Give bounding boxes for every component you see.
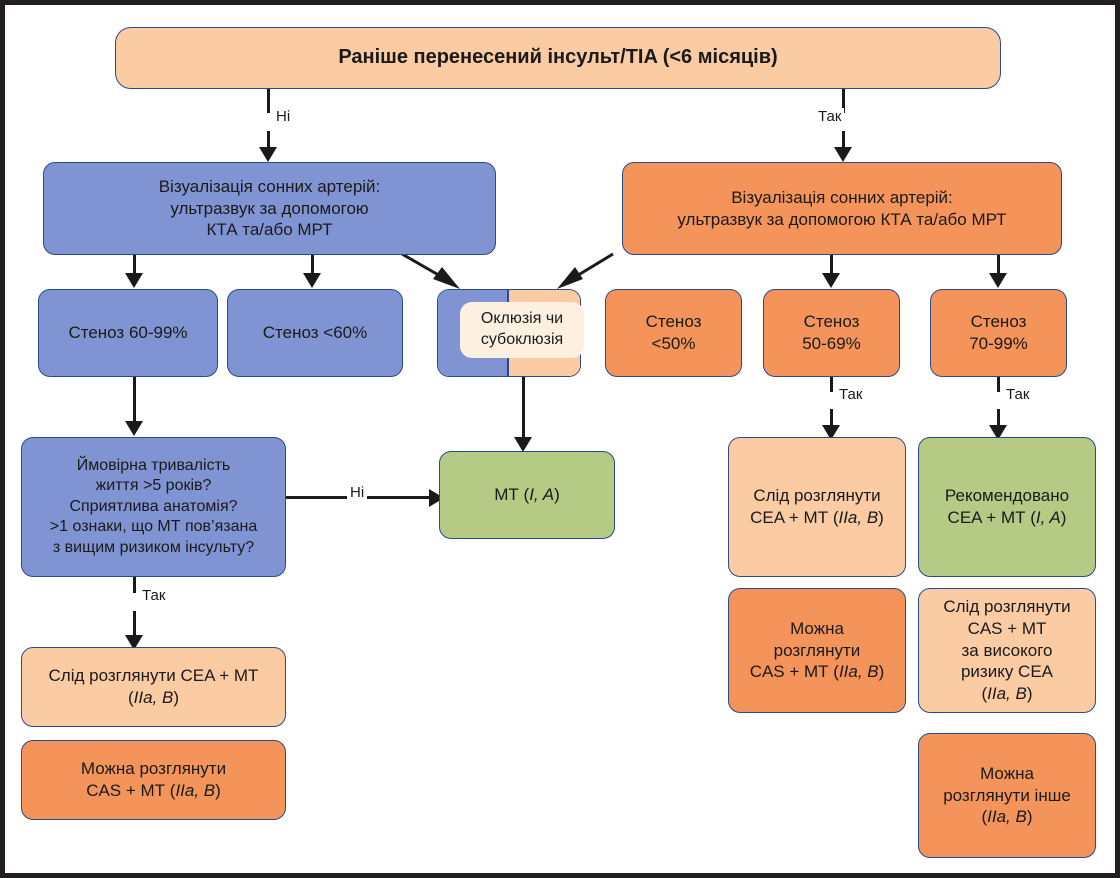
connector-s7099-yes-2	[997, 409, 1000, 427]
node-outcome-7099-other-label: Можна розглянути інше (IIa, B)	[943, 763, 1071, 827]
connector-title-to-left-imaging	[267, 89, 270, 113]
node-stenosis-70-99-label: Стеноз 70-99%	[969, 312, 1028, 353]
arrowhead-s5069	[822, 273, 840, 288]
node-stenosis-lt60-label: Стеноз <60%	[262, 323, 368, 343]
node-life-expectancy-decision-label: Ймовірна тривалість життя >5 років? Спри…	[49, 456, 258, 556]
node-outcome-7099-cas: Слід розглянути CAS + МТ за високого риз…	[918, 588, 1096, 713]
edge-label-yes-70-99: Так	[1003, 386, 1033, 403]
node-outcome-7099-cea: Рекомендовано CEA + МТ (I, A)	[918, 437, 1096, 577]
arrowhead-outcome-cea-left	[125, 635, 143, 650]
node-prior-stroke-tia-label: Раніше перенесений інсульт/TIA (<6 місяц…	[338, 46, 778, 69]
arrowhead-outcome-5069	[822, 425, 840, 440]
node-stenosis-70-99: Стеноз 70-99%	[930, 289, 1067, 377]
node-mt-outcome: МТ (I, A)	[439, 451, 615, 539]
node-mt-outcome-label: МТ (I, A)	[494, 485, 560, 505]
arrowhead-decision	[125, 421, 143, 436]
connector-decision-yes-1	[133, 577, 136, 593]
connector-s7099-yes-1	[997, 377, 1000, 392]
connector-s5069-yes-2	[830, 409, 833, 427]
node-stenosis-60-99: Стеноз 60-99%	[38, 289, 218, 377]
node-left-imaging-label: Візуалізація сонних артерій: ультразвук …	[158, 176, 381, 240]
connector-s5069-yes-1	[830, 377, 833, 392]
node-stenosis-50-69-label: Стеноз 50-69%	[802, 312, 861, 353]
arrowhead-s7099	[989, 273, 1007, 288]
arrowhead-right-imaging	[834, 147, 852, 162]
connector-s6099-to-decision	[133, 377, 136, 423]
edge-label-no-left: Ні	[273, 108, 294, 125]
connector-left-imaging-to-s6099	[133, 255, 136, 277]
node-stenosis-lt50: Стеноз <50%	[605, 289, 742, 377]
node-outcome-5069-cas-label: Можна розглянути CAS + МТ (IIa, B)	[749, 618, 885, 682]
connector-title-to-right-imaging	[842, 89, 845, 113]
node-outcome-7099-other: Можна розглянути інше (IIa, B)	[918, 733, 1096, 858]
arrowhead-mt	[514, 437, 532, 452]
connector-left-imaging-to-slt60	[311, 255, 314, 277]
arrowhead-left-imaging	[259, 147, 277, 162]
arrowhead-outcome-7099	[989, 425, 1007, 440]
node-life-expectancy-decision: Ймовірна тривалість життя >5 років? Спри…	[21, 437, 286, 577]
node-outcome-7099-cea-label: Рекомендовано CEA + МТ (I, A)	[944, 486, 1070, 527]
arrowhead-s6099	[125, 273, 143, 288]
connector-title-to-left-imaging-2	[267, 131, 270, 149]
connector-right-imaging-to-s7099	[997, 255, 1000, 277]
connector-occlusion-to-mt	[522, 377, 525, 439]
node-stenosis-lt60: Стеноз <60%	[227, 289, 403, 377]
node-outcome-cea-mt-left-label: Слід розглянути CEA + МТ (IIa, B)	[48, 666, 259, 707]
node-outcome-5069-cea: Слід розглянути CEA + МТ (IIa, B)	[728, 437, 906, 577]
connector-title-to-right-imaging-2	[842, 131, 845, 149]
edge-label-yes-right: Так	[815, 108, 845, 125]
arrowhead-slt60	[303, 273, 321, 288]
node-outcome-5069-cas: Можна розглянути CAS + МТ (IIa, B)	[728, 588, 906, 713]
node-outcome-cea-mt-left: Слід розглянути CEA + МТ (IIa, B)	[21, 647, 286, 727]
edge-label-no-decision: Ні	[347, 484, 368, 501]
edge-label-yes-decision: Так	[139, 587, 169, 604]
node-stenosis-50-69: Стеноз 50-69%	[763, 289, 900, 377]
node-outcome-5069-cea-label: Слід розглянути CEA + МТ (IIa, B)	[750, 486, 884, 527]
node-right-imaging-label: Візуалізація сонних артерій: ультразвук …	[677, 187, 1007, 229]
node-occlusion-label: Оклюзія чи субоклюзія	[460, 302, 584, 358]
connector-decision-yes-2	[133, 611, 136, 637]
node-right-imaging: Візуалізація сонних артерій: ультразвук …	[622, 162, 1062, 255]
node-outcome-cas-mt-left: Можна розглянути CAS + МТ (IIa, B)	[21, 740, 286, 820]
node-outcome-7099-cas-label: Слід розглянути CAS + МТ за високого риз…	[943, 597, 1071, 704]
node-stenosis-lt50-label: Стеноз <50%	[645, 312, 702, 353]
node-prior-stroke-tia: Раніше перенесений інсульт/TIA (<6 місяц…	[115, 27, 1001, 89]
node-left-imaging: Візуалізація сонних артерій: ультразвук …	[43, 162, 496, 255]
edge-label-yes-50-69: Так	[836, 386, 866, 403]
node-stenosis-60-99-label: Стеноз 60-99%	[68, 323, 188, 343]
node-outcome-cas-mt-left-label: Можна розглянути CAS + МТ (IIa, B)	[80, 759, 227, 800]
connector-right-imaging-to-s5069	[830, 255, 833, 277]
